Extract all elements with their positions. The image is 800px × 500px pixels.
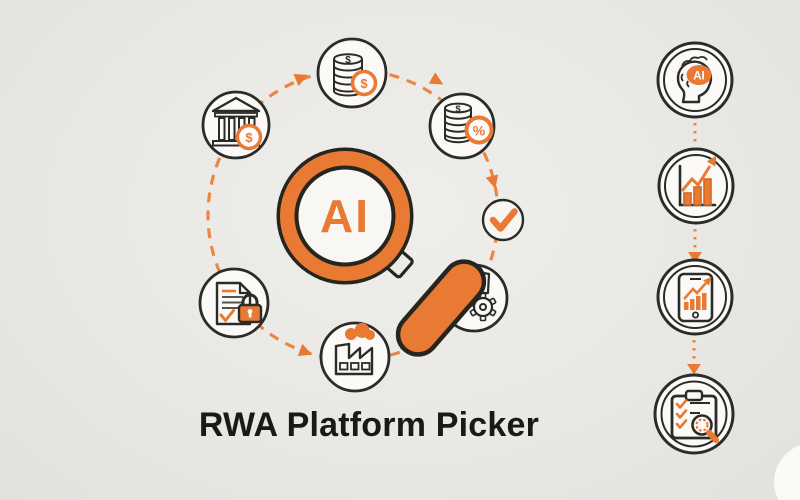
document-lock-icon <box>198 267 270 339</box>
flow-step-checklist-review <box>653 373 735 455</box>
bank-dollar-icon: $ <box>201 90 271 160</box>
dollar-sign: $ <box>360 76 368 91</box>
mobile-analytics-icon <box>677 272 714 323</box>
coin-stack-percent-icon: $ % <box>428 92 496 160</box>
dollar-sign: $ <box>245 130 253 145</box>
growth-chart-icon <box>678 155 717 207</box>
arrowhead-icon <box>297 343 313 357</box>
arrowhead-icon <box>428 72 444 85</box>
checkmark-icon <box>481 198 525 242</box>
checklist-review-icon <box>670 389 719 443</box>
coin-stack-dollar-icon: $ $ <box>316 37 388 109</box>
flow-step-ai-brain: AI <box>656 41 734 119</box>
flow-step-mobile-analytics <box>656 258 734 336</box>
brain-ai-label: AI <box>693 71 705 83</box>
ai-magnifying-glass: AI <box>276 147 487 357</box>
page-title: RWA Platform Picker <box>198 406 540 444</box>
dollar-sign: $ <box>455 104 461 115</box>
percent-sign: % <box>473 123 486 139</box>
factory-icon <box>319 321 391 393</box>
flow-arrow <box>688 229 702 263</box>
background-blob <box>774 445 800 500</box>
flow-arrow <box>687 340 701 375</box>
dollar-sign: $ <box>345 55 351 66</box>
magnifier-ai-label: AI <box>320 190 370 242</box>
magnifier-handle <box>395 259 487 357</box>
arrowhead-icon <box>293 74 308 86</box>
flow-step-growth-chart <box>657 147 735 225</box>
ai-brain-icon: AI <box>676 55 713 104</box>
arrowhead-icon <box>485 174 499 189</box>
